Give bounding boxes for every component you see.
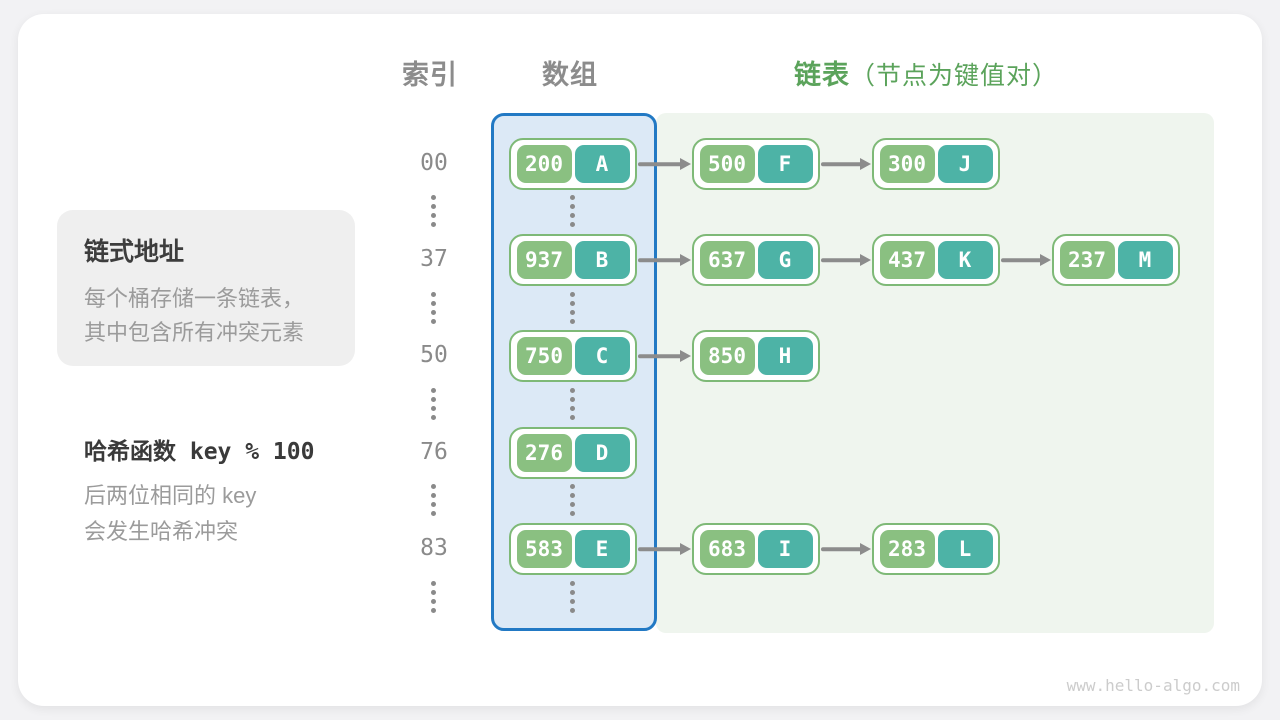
bucket-index-label: 37 <box>420 246 448 272</box>
watermark: www.hello-algo.com <box>1066 676 1240 695</box>
node-key-cell: 200 <box>516 145 572 183</box>
array-column-header: 数组 <box>542 60 598 90</box>
ellipsis-dots-icon <box>431 292 436 324</box>
ellipsis-dots-icon <box>570 581 575 613</box>
ellipsis-dots-icon <box>431 484 436 516</box>
concept-info-box: 链式地址 每个桶存储一条链表， 其中包含所有冲突元素 <box>57 210 355 366</box>
node-value-cell: L <box>937 530 993 568</box>
list-column-note: （节点为键值对） <box>850 62 1059 90</box>
node-key-cell: 283 <box>879 530 935 568</box>
node-value-cell: C <box>574 337 630 375</box>
node-value-cell: G <box>757 241 813 279</box>
hash-note-line-1: 后两位相同的 key <box>84 483 257 508</box>
node-value-cell: B <box>574 241 630 279</box>
pointer-arrow-icon <box>638 252 691 268</box>
pointer-arrow-icon <box>638 541 691 557</box>
hash-function-note: 哈希函数 key % 100 后两位相同的 key 会发生哈希冲突 <box>84 432 314 550</box>
concept-description: 每个桶存储一条链表， 其中包含所有冲突元素 <box>84 282 355 350</box>
node-key-cell: 437 <box>879 241 935 279</box>
concept-line-2: 其中包含所有冲突元素 <box>84 320 305 345</box>
bucket-index-label: 00 <box>420 150 448 176</box>
hash-function-description: 后两位相同的 key 会发生哈希冲突 <box>84 478 314 550</box>
pointer-arrow-icon <box>1001 252 1051 268</box>
pointer-arrow-icon <box>638 348 691 364</box>
node-key-cell: 300 <box>879 145 935 183</box>
hash-note-line-2: 会发生哈希冲突 <box>84 519 239 544</box>
node-key-cell: 850 <box>699 337 755 375</box>
node-value-cell: A <box>574 145 630 183</box>
node-value-cell: E <box>574 530 630 568</box>
node-key-cell: 500 <box>699 145 755 183</box>
concept-line-1: 每个桶存储一条链表， <box>84 286 305 311</box>
node-key-cell: 637 <box>699 241 755 279</box>
pointer-arrow-icon <box>638 156 691 172</box>
bucket-index-label: 83 <box>420 535 448 561</box>
pointer-arrow-icon <box>821 541 871 557</box>
pointer-arrow-icon <box>821 252 871 268</box>
hash-function-title: 哈希函数 key % 100 <box>84 439 315 465</box>
ellipsis-dots-icon <box>570 484 575 516</box>
pointer-arrow-icon <box>821 156 871 172</box>
concept-title: 链式地址 <box>84 238 185 266</box>
ellipsis-dots-icon <box>570 292 575 324</box>
node-value-cell: H <box>757 337 813 375</box>
ellipsis-dots-icon <box>570 195 575 227</box>
list-column-header: 链表（节点为键值对） <box>794 53 1058 92</box>
node-key-cell: 237 <box>1059 241 1115 279</box>
node-value-cell: K <box>937 241 993 279</box>
ellipsis-dots-icon <box>431 388 436 420</box>
bucket-index-label: 50 <box>420 342 448 368</box>
node-value-cell: J <box>937 145 993 183</box>
node-key-cell: 937 <box>516 241 572 279</box>
node-value-cell: I <box>757 530 813 568</box>
list-column-title: 链表 <box>794 60 850 90</box>
bucket-index-label: 76 <box>420 439 448 465</box>
node-key-cell: 683 <box>699 530 755 568</box>
ellipsis-dots-icon <box>431 581 436 613</box>
index-column-header: 索引 <box>402 60 458 90</box>
node-key-cell: 750 <box>516 337 572 375</box>
ellipsis-dots-icon <box>431 195 436 227</box>
ellipsis-dots-icon <box>570 388 575 420</box>
node-key-cell: 276 <box>516 434 572 472</box>
node-value-cell: D <box>574 434 630 472</box>
node-value-cell: F <box>757 145 813 183</box>
node-key-cell: 583 <box>516 530 572 568</box>
node-value-cell: M <box>1117 241 1173 279</box>
